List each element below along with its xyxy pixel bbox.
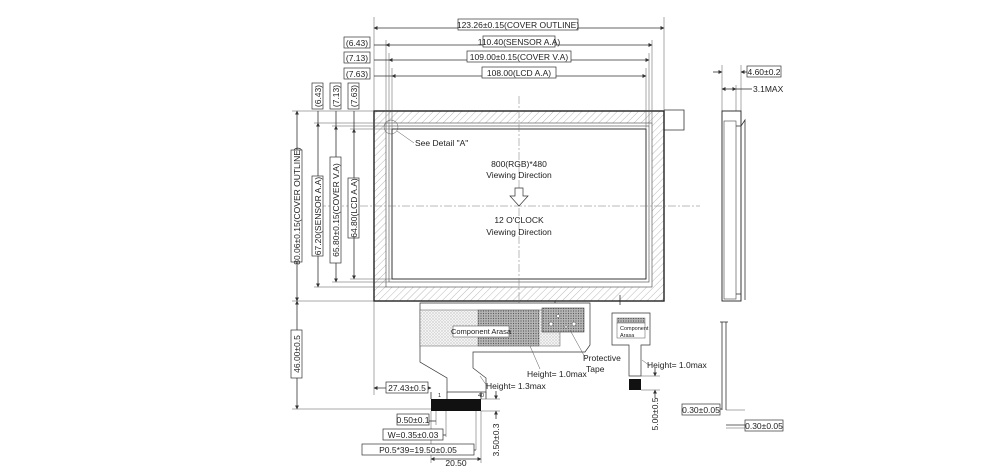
left-offset-lcd: (7.63) — [349, 85, 359, 107]
bottom-pin-gap: 0.50±0.1 — [396, 415, 429, 425]
pin-40-label: 40 — [478, 393, 484, 399]
left-dimensions: 80.06±0.15(COVER OUTLINE) 67.20(SENSOR A… — [290, 82, 431, 410]
left-cover-outline: 80.06±0.15(COVER OUTLINE) — [292, 147, 302, 265]
component-area-label: Component Arasa — [451, 327, 512, 336]
top-lcd-aa: 108.00(LCD A.A) — [487, 68, 551, 78]
component-area-label-box — [452, 325, 510, 338]
left-fpc-length: 46.00±0.5 — [292, 335, 302, 373]
top-dimensions: 123.26±0.15(COVER OUTLINE) 110.40(SENSOR… — [343, 17, 665, 129]
viewing-direction-arrow — [509, 187, 529, 207]
fpc: Component Arasa 1 40 Height= 1.3max Heig… — [419, 302, 621, 411]
left-sensor-aa: 67.20(SENSOR A.A) — [313, 177, 323, 256]
side-max-height: 3.1MAX — [753, 84, 784, 94]
side-view: 4.60±0.2 3.1MAX 0.30±0.05 0.30±0.05 — [681, 65, 784, 432]
top-offset-sensor: (6.43) — [346, 38, 368, 48]
top-cover-va: 109.00±0.15(COVER V.A) — [470, 52, 569, 62]
detail-label: See Detail "A" — [415, 138, 468, 148]
height-right-label: Height= 1.0max — [647, 360, 708, 370]
component-area-small-label-2: Arasa — [620, 333, 635, 339]
bottom-tail-length: 5.00±0.5 — [650, 397, 660, 430]
bottom-fpc-offset: 27.43±0.5 — [388, 383, 426, 393]
side-thickness: 4.60±0.2 — [747, 67, 780, 77]
top-offset-lcd: (7.63) — [346, 69, 368, 79]
protective-tape-label-2: Tape — [586, 364, 605, 374]
left-lcd-aa: 64.80(LCD A.A) — [349, 178, 359, 238]
viewing-direction-label-1: Viewing Direction — [486, 170, 552, 180]
front-view: 800(RGB)*480 Viewing Direction 12 O'CLOC… — [318, 96, 700, 308]
connector-stiffener — [431, 399, 481, 411]
top-sensor-aa: 110.40(SENSOR A.A) — [478, 37, 561, 47]
resolution-label: 800(RGB)*480 — [491, 159, 547, 169]
height-fpc-label: Height= 1.3max — [486, 381, 547, 391]
top-cover-outline: 123.26±0.15(COVER OUTLINE) — [457, 20, 579, 30]
bottom-stiffener: 3.50±0.3 — [491, 423, 501, 456]
top-offset-cover-va: (7.13) — [346, 53, 368, 63]
height-center-label: Height= 1.0max — [527, 369, 588, 379]
component-area-small-label-1: Component — [620, 326, 649, 332]
bottom-fpc-width: 20.50 — [445, 458, 467, 468]
clock-label: 12 O'CLOCK — [494, 215, 544, 225]
bottom-dimensions: 27.43±0.5 0.50±0.1 W=0.35±0.03 P0.5*39=1… — [361, 301, 660, 468]
side-lcd-body — [723, 120, 737, 300]
tail-stiffener — [629, 379, 641, 390]
bottom-pin-width: W=0.35±0.03 — [388, 430, 439, 440]
fpc-tail: Component Arasa Height= 1.0max — [611, 312, 708, 390]
viewing-direction-label-2: Viewing Direction — [486, 227, 552, 237]
left-offset-sensor: (6.43) — [313, 85, 323, 107]
side-tail-thickness-2: 0.30±0.05 — [745, 421, 783, 431]
bottom-pin-pitch-total: P0.5*39=19.50±0.05 — [379, 445, 457, 455]
protective-tape-label-1: Protective — [583, 353, 621, 363]
protective-tape — [541, 307, 585, 333]
pin-1-label: 1 — [438, 393, 441, 399]
side-tail-thickness-1: 0.30±0.05 — [682, 405, 720, 415]
left-cover-va: 65.80±0.15(COVER V.A) — [331, 163, 341, 257]
left-offset-cover-va: (7.13) — [331, 85, 341, 107]
